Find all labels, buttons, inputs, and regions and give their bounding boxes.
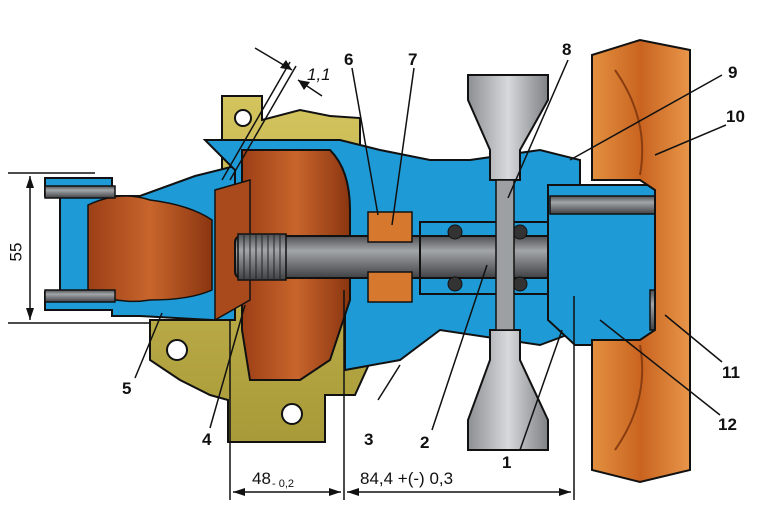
callout-12: 12	[718, 415, 737, 434]
dimension-55-label: 55	[6, 243, 25, 262]
bearing-ball	[512, 224, 528, 240]
callout-labels: 1 2 3 4 5 6 7 8 9 10 11 12	[122, 40, 745, 472]
callout-6: 6	[344, 50, 353, 69]
drive-pulley	[467, 74, 549, 451]
dimension-55: 55	[6, 172, 150, 324]
dimension-84: 84,4 +(-) 0,3	[347, 296, 575, 500]
callout-5: 5	[122, 379, 131, 398]
stud-lower	[44, 289, 116, 303]
stud-upper	[44, 185, 116, 199]
callout-4: 4	[202, 430, 212, 449]
dimension-48-tolerance: - 0,2	[272, 478, 294, 490]
bearing-ball	[447, 224, 463, 240]
shaft-seal	[367, 211, 413, 303]
callout-9: 9	[728, 63, 737, 82]
mount-hole-top	[234, 109, 252, 127]
impeller-blade	[214, 179, 251, 322]
callout-10: 10	[726, 107, 745, 126]
callout-8: 8	[562, 40, 571, 59]
inlet-studs	[44, 185, 116, 303]
mount-hole-lower-left	[166, 339, 188, 361]
callout-11: 11	[722, 363, 740, 382]
callout-2: 2	[420, 433, 429, 452]
callout-7: 7	[408, 50, 417, 69]
dimension-84-label: 84,4 +(-) 0,3	[360, 469, 453, 488]
dimension-gap: 1,1	[221, 47, 331, 181]
dimension-gap-label: 1,1	[307, 65, 331, 84]
mount-hole-bottom	[281, 403, 303, 425]
dimension-48-label: 48	[252, 469, 271, 488]
bearing-ball	[447, 276, 463, 292]
bearing-ball	[512, 276, 528, 292]
callout-3: 3	[364, 430, 373, 449]
callout-leaders	[134, 59, 727, 451]
callout-1: 1	[502, 453, 511, 472]
dimension-48: 48 - 0,2	[229, 290, 345, 500]
inlet-chamber	[87, 195, 213, 303]
fan-bolt	[549, 195, 671, 215]
